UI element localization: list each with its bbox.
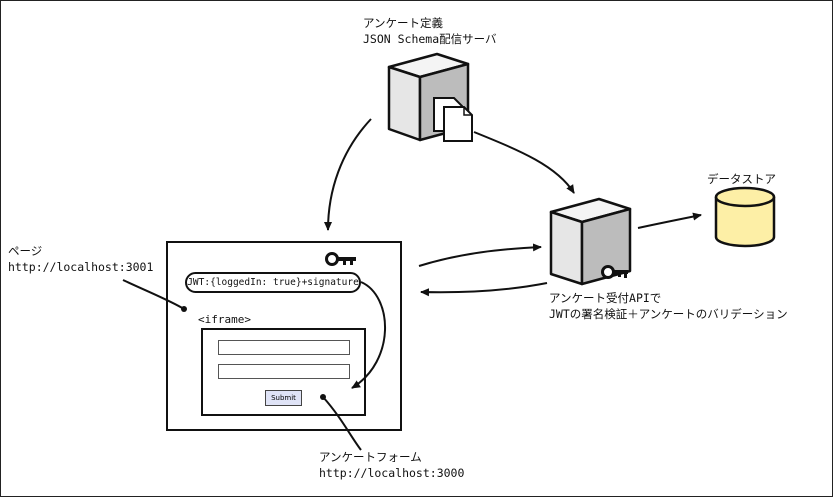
jwt-token-pill: JWT:{loggedIn: true}+signature [185,272,361,293]
form-label-line1: アンケートフォーム [319,450,422,464]
form-input-1[interactable] [218,340,350,355]
page-label: ページ http://localhost:3001 [8,243,153,275]
arrow-api-to-datastore [637,212,702,229]
page-label-line1: ページ [8,244,43,258]
arrow-schema-to-page [324,118,372,231]
api-server-icon [549,197,632,286]
datastore-label-text: データストア [707,172,776,186]
schema-server-label-line2: JSON Schema配信サーバ [363,32,497,46]
page-label-line2: http://localhost:3001 [8,260,154,274]
page-leader-line [122,279,185,310]
api-server-label: アンケート受付APIで JWTの署名検証＋アンケートのバリデーション [549,290,788,322]
key-icon [325,252,356,266]
api-server-label-line2: JWTの署名検証＋アンケートのバリデーション [549,307,788,321]
api-server-label-line1: アンケート受付APIで [549,291,662,305]
key-icon [601,265,628,279]
form-input-2[interactable] [218,364,350,379]
arrow-schema-to-api [473,131,575,194]
documents-icon [433,97,473,142]
iframe-tag-label: <iframe> [198,313,251,326]
schema-server-label-line1: アンケート定義 [363,16,444,30]
form-label: アンケートフォーム http://localhost:3000 [319,449,464,481]
arrow-jwt-to-form [351,281,387,389]
arrow-api-to-page [420,282,548,297]
datastore-label: データストア [707,171,776,187]
form-label-line2: http://localhost:3000 [319,466,465,480]
database-icon [714,186,776,248]
schema-server-label: アンケート定義 JSON Schema配信サーバ [363,15,497,47]
submit-button[interactable]: Submit [265,390,302,406]
form-leader-line [322,396,362,451]
arrow-page-to-api [418,243,542,267]
